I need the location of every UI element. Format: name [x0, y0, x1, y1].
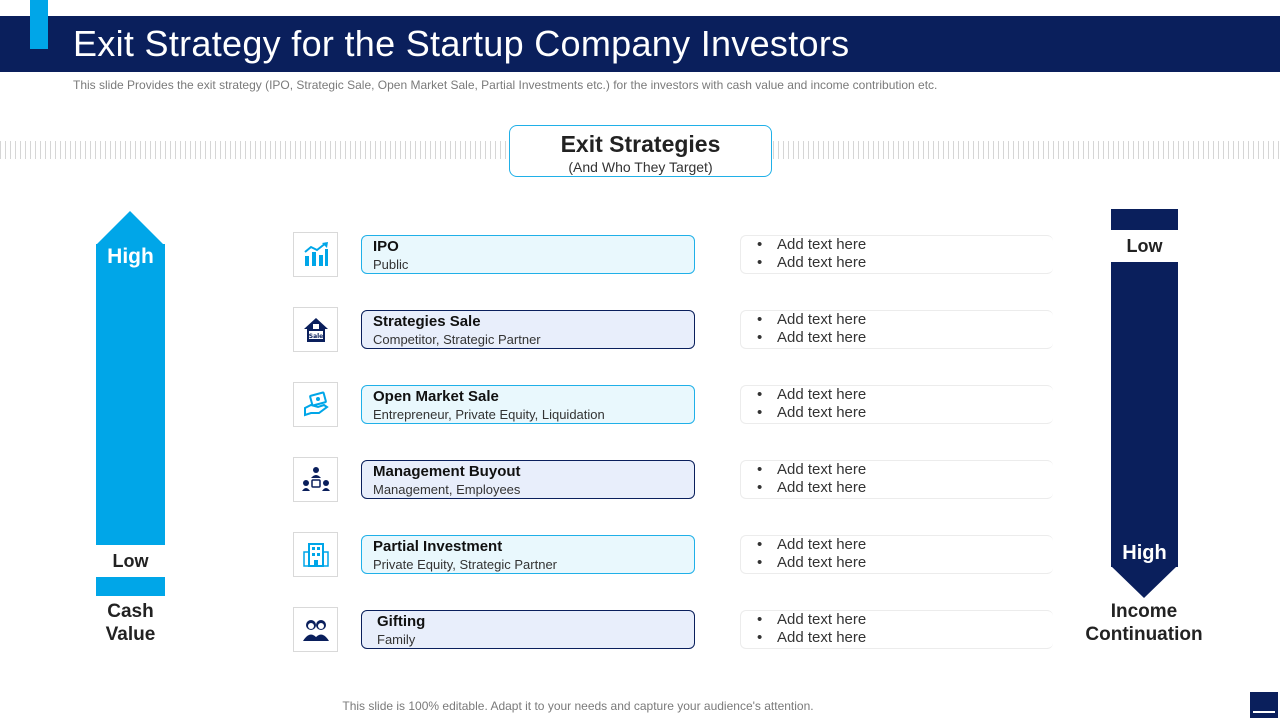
- bullet-list: Add text here Add text here: [740, 310, 1053, 349]
- strategy-target: Competitor, Strategic Partner: [373, 332, 541, 347]
- income-continuation-caption: Income Continuation: [1074, 600, 1214, 646]
- income-low-label: Low: [1126, 236, 1163, 256]
- cash-value-low-label: Low: [112, 551, 149, 571]
- money-hand-icon: [293, 382, 338, 427]
- income-arrow-cap: [1111, 209, 1178, 230]
- income-high-label: High: [1122, 542, 1167, 564]
- decorative-stripe-right: [773, 141, 1280, 159]
- strategy-label-management-buyout: Management Buyout Management, Employees: [361, 460, 695, 499]
- exit-strategies-subtitle: (And Who They Target): [568, 159, 713, 175]
- strategy-title: Management Buyout: [373, 463, 521, 480]
- page-title: Exit Strategy for the Startup Company In…: [73, 23, 850, 64]
- bullet-item: Add text here: [757, 254, 1053, 272]
- bullet-item: Add text here: [757, 386, 1053, 404]
- strategy-target: Entrepreneur, Private Equity, Liquidatio…: [373, 407, 605, 422]
- cash-value-arrow: [96, 244, 165, 545]
- team-management-icon: [293, 457, 338, 502]
- income-caption-line2: Continuation: [1085, 624, 1203, 645]
- strategy-row-management-buyout: Management Buyout Management, Employees …: [293, 457, 1053, 502]
- strategy-row-gifting: Gifting Family Add text here Add text he…: [293, 607, 1053, 652]
- income-continuation-arrow: [1111, 262, 1178, 567]
- exit-strategies-title: Exit Strategies: [560, 131, 721, 157]
- strategy-label-open-market-sale: Open Market Sale Entrepreneur, Private E…: [361, 385, 695, 424]
- house-sale-icon: Sale: [293, 307, 338, 352]
- strategy-label-partial-investment: Partial Investment Private Equity, Strat…: [361, 535, 695, 574]
- bullet-list: Add text here Add text here: [740, 610, 1053, 649]
- bullet-item: Add text here: [757, 404, 1053, 422]
- income-caption-line1: Income: [1110, 601, 1178, 622]
- bullet-list: Add text here Add text here: [740, 460, 1053, 499]
- strategy-target: Family: [377, 632, 416, 647]
- strategy-label-strategies-sale: Strategies Sale Competitor, Strategic Pa…: [361, 310, 695, 349]
- bullet-item: Add text here: [757, 479, 1053, 497]
- bullet-item: Add text here: [757, 329, 1053, 347]
- cash-value-caption: Cash Value: [70, 600, 191, 646]
- strategy-target: Management, Employees: [373, 482, 521, 497]
- header-accent: [30, 0, 48, 49]
- cash-value-arrow-base: [96, 577, 165, 596]
- bullet-item: Add text here: [757, 611, 1053, 629]
- header-bar: [0, 16, 1280, 72]
- strategy-title: Open Market Sale: [373, 388, 499, 405]
- strategy-row-partial-investment: Partial Investment Private Equity, Strat…: [293, 532, 1053, 577]
- cash-value-arrow-head: [96, 211, 164, 245]
- strategy-title: IPO: [373, 238, 399, 255]
- cash-value-caption-line1: Cash: [107, 601, 154, 622]
- bullet-list: Add text here Add text here: [740, 535, 1053, 574]
- cash-value-caption-line2: Value: [105, 624, 156, 645]
- strategy-title: Strategies Sale: [373, 313, 481, 330]
- strategy-row-ipo: IPO Public Add text here Add text here: [293, 232, 1053, 277]
- strategy-row-open-market-sale: Open Market Sale Entrepreneur, Private E…: [293, 382, 1053, 427]
- cash-value-high-label: High: [107, 245, 154, 268]
- page-subtitle: This slide Provides the exit strategy (I…: [73, 78, 938, 92]
- building-icon: [293, 532, 338, 577]
- strategy-title: Partial Investment: [373, 538, 503, 555]
- bullet-item: Add text here: [757, 236, 1053, 254]
- svg-text:Sale: Sale: [308, 333, 323, 340]
- decorative-stripe-left: [0, 141, 508, 159]
- strategy-row-strategies-sale: Sale Strategies Sale Competitor, Strateg…: [293, 307, 1053, 352]
- strategy-target: Private Equity, Strategic Partner: [373, 557, 558, 572]
- people-icon: [293, 607, 338, 652]
- bullet-list: Add text here Add text here: [740, 235, 1053, 274]
- bullet-item: Add text here: [757, 311, 1053, 329]
- bullet-item: Add text here: [757, 629, 1053, 647]
- strategy-title: Gifting: [377, 613, 426, 630]
- bullet-item: Add text here: [757, 554, 1053, 572]
- exit-strategies-heading-box: Exit Strategies (And Who They Target): [509, 125, 772, 177]
- income-arrow-head: [1111, 566, 1177, 598]
- slide-corner-icon: [1250, 692, 1278, 718]
- bullet-item: Add text here: [757, 461, 1053, 479]
- bullet-list: Add text here Add text here: [740, 385, 1053, 424]
- strategy-target: Public: [373, 257, 409, 272]
- footer-note: This slide is 100% editable. Adapt it to…: [342, 699, 814, 713]
- growth-chart-icon: [293, 232, 338, 277]
- bullet-item: Add text here: [757, 536, 1053, 554]
- strategy-label-ipo: IPO Public: [361, 235, 695, 274]
- strategy-label-gifting: Gifting Family: [361, 610, 695, 649]
